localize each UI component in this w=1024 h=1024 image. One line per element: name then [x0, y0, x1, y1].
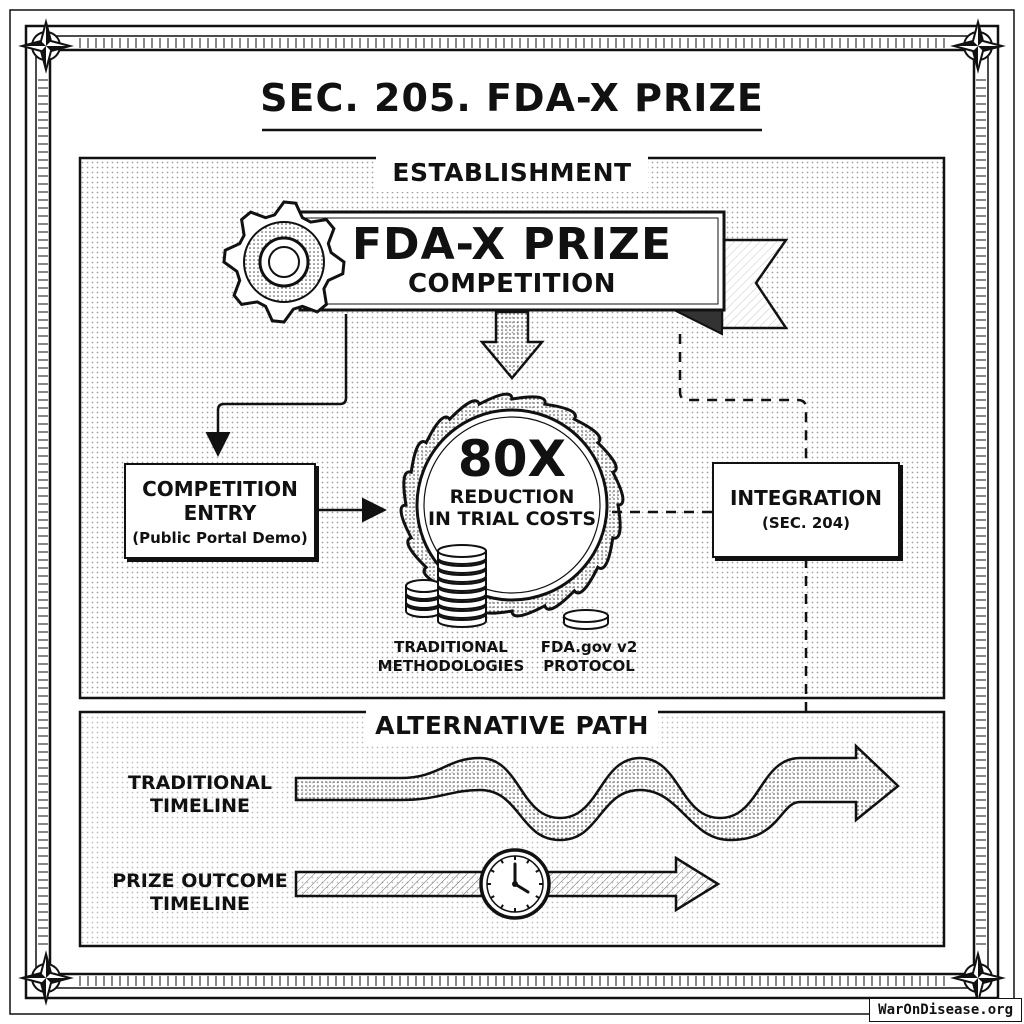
clock-tick [500, 904, 504, 909]
lane1-line2: TIMELINE [150, 795, 250, 817]
banner-ribbon [298, 210, 789, 336]
outer-frame [9, 9, 1015, 1015]
frame-tick-marks [38, 38, 986, 986]
watermark: WarOnDisease.org [869, 998, 1022, 1022]
clock-icon [479, 848, 551, 920]
coin-top [405, 579, 443, 593]
entry-line2: ENTRY [183, 501, 257, 525]
compass-rose-icon [18, 950, 74, 1006]
competition-entry-box: COMPETITION ENTRY (Public Portal Demo) [124, 463, 316, 559]
seal-value: 80X [457, 430, 567, 488]
coin-top [563, 609, 609, 623]
seal-text: 80X REDUCTION IN TRIAL COSTS [412, 432, 612, 530]
coins-left-label: TRADITIONAL METHODOLOGIES [372, 638, 530, 676]
integration-line1: INTEGRATION [729, 486, 883, 510]
clock-tick [535, 895, 540, 899]
compass-rose-icon [950, 18, 1006, 74]
clock-tick [526, 904, 530, 909]
page-title: SEC. 205. FDA-X PRIZE [260, 76, 764, 120]
dashed-connector-banner-integration [678, 334, 808, 462]
clock-tick [490, 869, 495, 873]
banner-title: FDA-X PRIZE [351, 219, 672, 270]
integration-box: INTEGRATION (SEC. 204) [712, 462, 900, 558]
lane-label-prize: PRIZE OUTCOME TIMELINE [106, 870, 294, 916]
clock-tick [490, 895, 495, 899]
coins-left-line2: METHODOLOGIES [377, 657, 525, 675]
entry-sub: (Public Portal Demo) [132, 529, 308, 547]
seal-line1: REDUCTION [449, 486, 575, 508]
wavy-arrow-icon [294, 743, 900, 842]
lane2-line1: PRIZE OUTCOME [112, 870, 288, 892]
lane1-line1: TRADITIONAL [127, 772, 273, 794]
lane2-line2: TIMELINE [150, 893, 250, 915]
compass-rose-icon [950, 950, 1006, 1006]
clock-tick [500, 859, 504, 864]
seal-line2: IN TRIAL COSTS [427, 508, 597, 530]
connector-gear-to-entry [205, 314, 348, 457]
clock-tick [535, 869, 540, 873]
down-arrow-icon [479, 310, 545, 380]
compass-rose-icon [18, 18, 74, 74]
banner: FDA-X PRIZE COMPETITION [306, 219, 718, 299]
section-label-alternative-path: ALTERNATIVE PATH [366, 708, 658, 744]
coin-top [437, 544, 487, 558]
coins-left-line1: TRADITIONAL [394, 638, 508, 656]
coin-stack-icon [563, 609, 609, 630]
coins-right-line1: FDA.gov v2 [540, 638, 638, 656]
banner-subtitle: COMPETITION [407, 269, 617, 299]
coin-stack-icon [405, 544, 487, 628]
entry-line1: COMPETITION [142, 477, 298, 501]
clock-tick [526, 859, 530, 864]
coins-right-label: FDA.gov v2 PROTOCOL [530, 638, 648, 676]
lane-label-traditional: TRADITIONAL TIMELINE [110, 772, 290, 818]
section-label-establishment: ESTABLISHMENT [376, 156, 648, 192]
coins-right-line2: PROTOCOL [543, 657, 635, 675]
gear-icon [222, 200, 346, 324]
integration-sub: (SEC. 204) [761, 514, 850, 532]
